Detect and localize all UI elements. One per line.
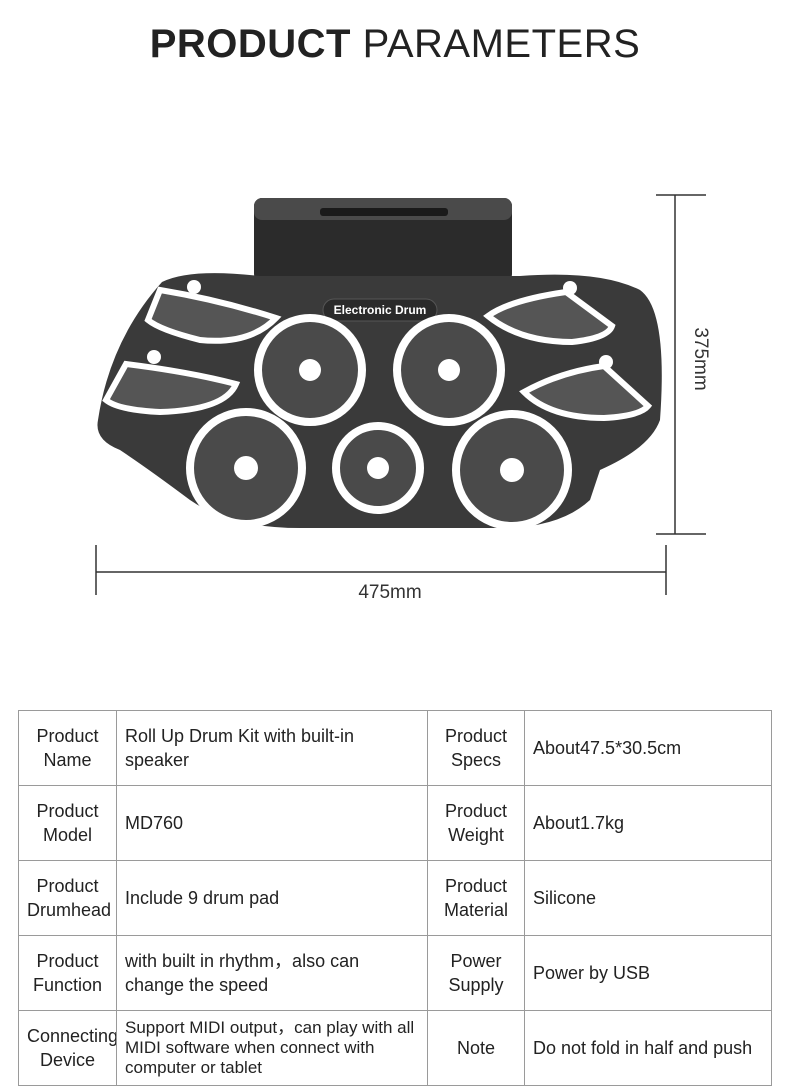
param-value: Power by USB [524, 935, 772, 1011]
cymbal-pad-top-right [483, 288, 616, 346]
cymbal-pad-left [102, 360, 241, 416]
param-value: Include 9 drum pad [116, 860, 428, 936]
pedal-dot [563, 281, 577, 295]
param-value: Silicone [524, 860, 772, 936]
title-light: PARAMETERS [362, 22, 641, 66]
control-buttons [320, 208, 448, 216]
param-key: Product Drumhead [18, 860, 117, 936]
width-label: 475mm [358, 582, 422, 603]
param-value: Do not fold in half and push [524, 1010, 772, 1086]
width-dimension-line [95, 545, 667, 595]
param-value: About47.5*30.5cm [524, 710, 772, 786]
param-value: About1.7kg [524, 785, 772, 861]
table-row: Connecting Device Support MIDI output，ca… [18, 1010, 772, 1086]
pedal-dot [599, 355, 613, 369]
param-key: Connecting Device [18, 1010, 117, 1086]
pedal-dot [147, 350, 161, 364]
table-row: Product Drumhead Include 9 drum pad Prod… [18, 860, 772, 936]
page-title: PRODUCT PARAMETERS [0, 22, 790, 67]
cymbal-pad-top-left [144, 286, 282, 344]
drum-pads [186, 314, 572, 530]
param-key: Product Specs [427, 710, 525, 786]
param-key: Power Supply [427, 935, 525, 1011]
table-row: Product Model MD760 Product Weight About… [18, 785, 772, 861]
param-key: Product Material [427, 860, 525, 936]
height-label: 375mm [690, 327, 711, 391]
height-dimension-line [656, 194, 706, 535]
param-key: Note [427, 1010, 525, 1086]
param-value: Support MIDI output，can play with all MI… [116, 1010, 428, 1086]
param-value: Roll Up Drum Kit with built-in speaker [116, 710, 428, 786]
param-value: MD760 [116, 785, 428, 861]
table-row: Product Function with built in rhythm，al… [18, 935, 772, 1011]
electronic-drum-label: Electronic Drum [334, 303, 427, 317]
label-pill [322, 298, 438, 322]
param-value: with built in rhythm，also can change the… [116, 935, 428, 1011]
cymbal-pad-right [519, 362, 653, 422]
param-key: Product Function [18, 935, 117, 1011]
title-bold: PRODUCT [149, 22, 351, 66]
drum-kit-illustration: Electronic Drum [95, 194, 706, 595]
param-key: Product Model [18, 785, 117, 861]
param-key: Product Weight [427, 785, 525, 861]
table-row: Product Name Roll Up Drum Kit with built… [18, 710, 772, 786]
param-key: Product Name [18, 710, 117, 786]
pedal-dot [187, 280, 201, 294]
parameters-table: Product Name Roll Up Drum Kit with built… [18, 710, 772, 1086]
